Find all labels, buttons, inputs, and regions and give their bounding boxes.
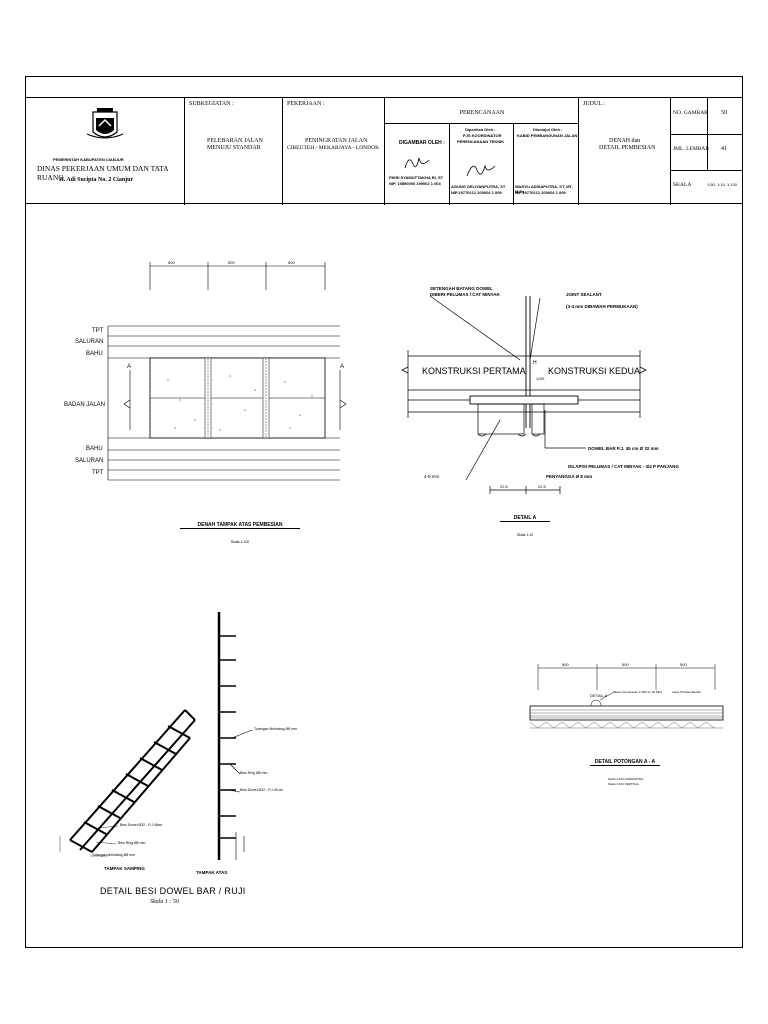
potongan-note-2: Lapis Pondasi Bawah (672, 690, 701, 694)
dim-4-8: 4-8 mm (424, 474, 440, 479)
diperiksa-nip: NIP.19770212 200604 1 009 (451, 190, 502, 195)
dowel-note-1: SETENGAH BATANG DOWEL (430, 286, 493, 291)
diperiksa-name: AGUNG DELIYANPUTRA, ST (451, 184, 506, 189)
subkegiatan-value-2: MENUJU STANDAR (207, 145, 261, 151)
dowel-detail-title: DETAIL BESI DOWEL BAR / RUJI (100, 886, 246, 896)
detail-a-scale: Skala 1:10 (516, 533, 534, 537)
pekerjaan-value-1: PENINGKATAN JALAN (305, 138, 368, 144)
label-bahu-top: BAHU (86, 351, 103, 357)
h-label: H (533, 360, 537, 366)
agency-cell: PEMERINTAH KABUPATEN CIANJUR DINAS PEKER… (25, 98, 185, 205)
pekerjaan-label: PEKERJAAN : (287, 101, 325, 107)
digambar-nip: NIP. 19890000 199002 1 004 (389, 181, 441, 186)
perencanaan-cell: PERENCANAAN DIGAMBAR OLEH : FIKRI SYAMUT… (385, 98, 579, 205)
potongan-dim-2: 500 (622, 662, 629, 667)
disetujui-label-1: Disetujui Oleh : (533, 127, 563, 132)
label-tpt-top: TPT (92, 328, 104, 334)
judul-value-2: DETAIL PEMBESIAN (599, 145, 656, 151)
tampak-samping: TAMPAK SAMPING (104, 866, 145, 871)
plan-dim-3: 500 (288, 260, 295, 265)
dowel-note-2: DIBERI PELUMAS / CAT MINYAK (430, 292, 500, 297)
potongan-scale-2: Skala 1:100 VERTIKAL (608, 782, 640, 786)
besi-ring-label: Besi Ring Ø8 mm (118, 841, 146, 845)
section-a-right: A (340, 364, 345, 370)
jml-lembar-label: JML. LEMBAR (673, 146, 710, 152)
sheet-info: NO. GAMBAR 50 JML. LEMBAR 41 SKALA 1:50,… (671, 98, 743, 205)
joint-sealant-2: (3-4 mm DIBAWAH PERMUKAAN) (566, 304, 638, 309)
signature-2 (466, 164, 496, 177)
section-a-left: A (127, 364, 132, 370)
tampak-atas: TAMPAK ATAS (196, 870, 228, 875)
potongan-scale-1: Skala 1:100 HORIZONTAL (608, 777, 644, 781)
agency-logo (86, 108, 124, 139)
judul-label: JUDUL : (583, 101, 605, 107)
agency-name: DINAS PEKERJAAN UMUM DAN TATA RUANG (37, 164, 169, 182)
label-saluran-bottom: SALURAN (75, 458, 104, 464)
plan-scale: Skala 1:100 (230, 540, 250, 544)
top-ring-label: Besi Ring Ø8 mm (240, 771, 268, 775)
pekerjaan-value-2: CIBEUTEH - MEKARJAYA - LONDOK (287, 145, 380, 151)
detail-a-caption: DETAIL A (500, 515, 550, 522)
top-dowel-label: Besi Dowel Ø32 - P.J.45 cm (240, 788, 284, 792)
digambar-name: FIKRI SYAMUTTAKHA RI, ST (389, 175, 444, 180)
diperiksa-label-3: PERENCANAAN TEKNIK (457, 139, 505, 144)
subkegiatan-value-1: PELEBARAN JALAN (207, 138, 263, 144)
no-gambar-value: 50 (721, 110, 727, 116)
potongan-dim-1: 500 (562, 662, 569, 667)
disetujui-name: WAHYU ADISAPUTRA, ST, MT, M.Ps (515, 184, 573, 194)
subkegiatan-cell: SUBKEGIATAN : PELEBARAN JALAN MENUJU STA… (185, 98, 283, 205)
disetujui-nip: NIP.19770212 200604 1 009 (515, 190, 566, 195)
signature-1 (404, 157, 430, 169)
plan-dim-2: 500 (228, 260, 235, 265)
konstruksi-pertama: KONSTRUKSI PERTAMA (422, 366, 526, 376)
diperiksa-label-1: Diperiksa Oleh : (465, 127, 496, 132)
tulangan-label: Tulangan Melintang Ø8 mm (92, 853, 136, 857)
agency-address: Jl. Adi Sucipta No. 2 Cianjur (59, 177, 134, 183)
plan-dim-1: 500 (168, 260, 175, 265)
dilapisi-label: DILAPISI PELUMAS / CAT MINYAK - 3/4 P PA… (568, 464, 679, 469)
top-tulangan-label: Tulangan Melintang Ø8 mm (254, 727, 298, 731)
dowel-bar-label: DOWEL BAR P.J. 45 cm Ø 32 mm (588, 446, 659, 451)
digambar-label: DIGAMBAR OLEH : (399, 140, 445, 146)
diperiksa-label-2: PJS KOORDINATOR (463, 133, 502, 138)
perencanaan-label: PERENCANAAN (459, 110, 505, 116)
konstruksi-kedua: KONSTRUKSI KEDUA (548, 366, 641, 376)
label-badan-jalan: BADAN JALAN (64, 402, 106, 408)
agency-small: PEMERINTAH KABUPATEN CIANJUR (53, 157, 124, 162)
dim-22-5-b: 22.5 (538, 484, 546, 489)
judul-value-1: DENAH dan (609, 138, 641, 144)
joint-sealant-1: JOINT SEALANT (566, 292, 602, 297)
label-saluran-top: SALURAN (75, 339, 104, 345)
potongan-dim-3: 500 (680, 662, 687, 667)
h-half-label: 1/2H (536, 376, 545, 381)
plan-caption: DENAH TAMPAK ATAS PEMBESIAN (180, 522, 300, 529)
potongan-note-1: Beton Perkerasan K-350 Fc 30 Mpa (614, 690, 662, 694)
title-block: PEMERINTAH KABUPATEN CIANJUR DINAS PEKER… (25, 97, 743, 205)
pekerjaan-cell: PEKERJAAN : PENINGKATAN JALAN CIBEUTEH -… (283, 98, 385, 205)
skala-value: 1:50, 1:10, 1:100 (707, 182, 738, 187)
dim-22-5-a: 22.5 (500, 484, 508, 489)
drawing-sheet-border (25, 76, 743, 948)
subkegiatan-label: SUBKEGIATAN : (189, 101, 234, 107)
judul-cell: JUDUL : DENAH dan DETAIL PEMBESIAN (579, 98, 671, 205)
label-bahu-bottom: BAHU (86, 446, 103, 452)
jml-lembar-value: 41 (721, 146, 727, 152)
besi-dowel-label: Besi Dowel Ø32 - P.J.45cm (120, 823, 163, 827)
disetujui-label-2: KABID PEMBANGUNAN JALAN (517, 133, 578, 138)
skala-label: SKALA (673, 182, 692, 188)
potongan-caption: DETAIL POTONGAN A - A (590, 759, 660, 766)
label-tpt-bottom: TPT (92, 470, 104, 476)
no-gambar-label: NO. GAMBAR (673, 110, 708, 116)
potongan-detail-tag: DETAIL A (590, 693, 608, 698)
dowel-detail-scale: Skala 1 : 50 (150, 899, 179, 905)
penyangga-label: PENYANGGA Ø 8 mm (546, 474, 593, 479)
